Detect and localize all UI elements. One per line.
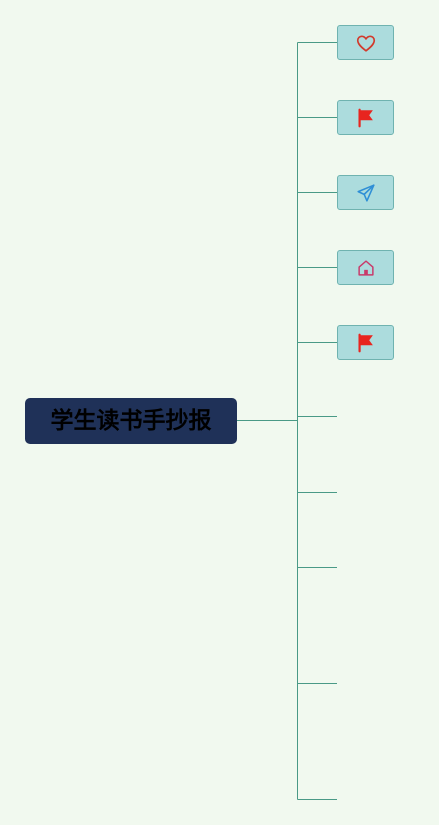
child-node-5[interactable] (337, 325, 394, 360)
flag-icon (357, 108, 373, 127)
child-node-1[interactable] (337, 25, 394, 60)
paper-plane-icon (356, 183, 375, 202)
flag-icon (357, 333, 373, 352)
child-node-4[interactable] (337, 250, 394, 285)
root-node-label: 学生读书手抄报 (50, 408, 212, 434)
home-icon (357, 259, 374, 276)
child-node-2[interactable] (337, 100, 394, 135)
heart-icon (356, 34, 375, 52)
child-node-3[interactable] (337, 175, 394, 210)
root-node[interactable]: 学生读书手抄报 (25, 398, 237, 444)
